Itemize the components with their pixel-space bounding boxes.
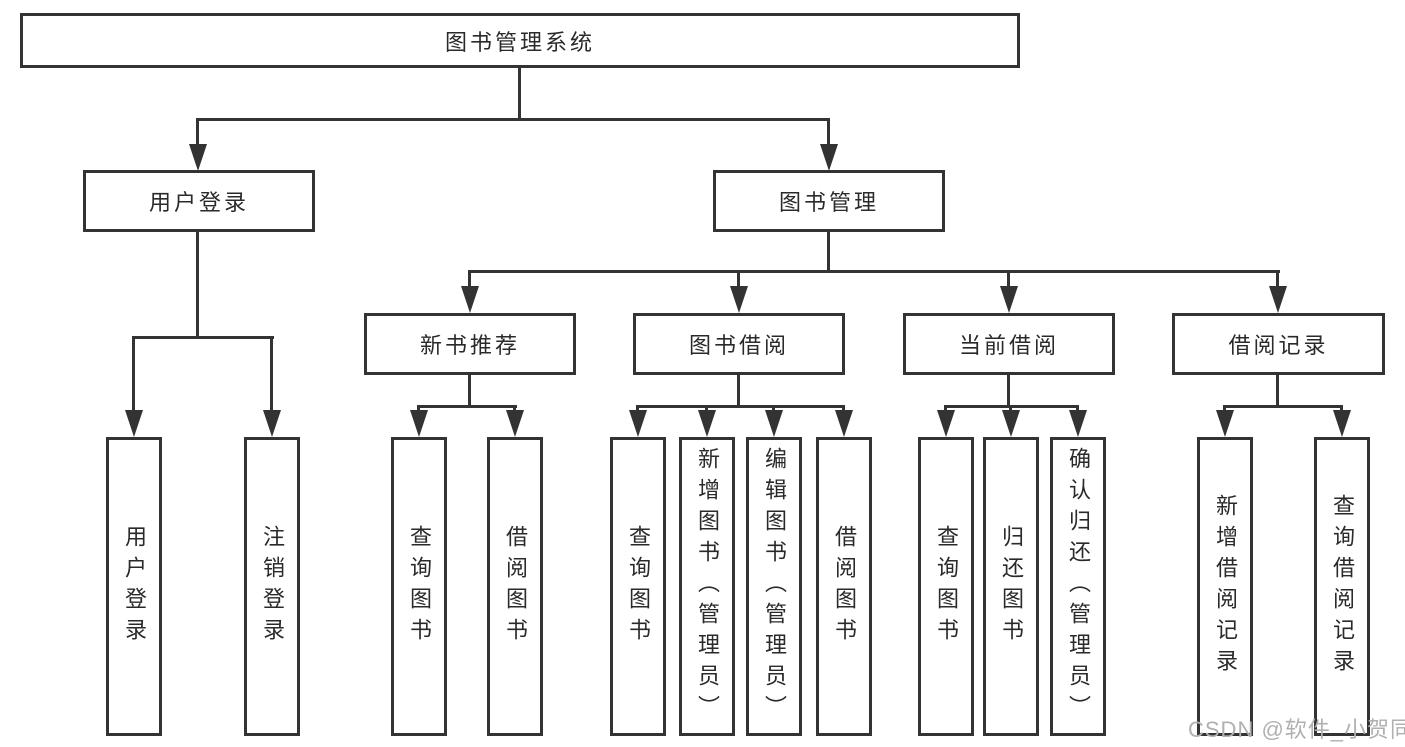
- leaf-query-books-current: 查询图书: [918, 437, 974, 736]
- arrow-down-icon: [629, 410, 647, 437]
- node-book-borrowing: 图书借阅: [633, 313, 845, 375]
- connector-leg: [270, 336, 273, 414]
- leaf-add-borrow-record-label: 新增借阅记录: [1213, 493, 1238, 680]
- leaf-add-books-admin: 新增图书（管理员）: [679, 437, 735, 736]
- connector-bar: [946, 405, 1079, 408]
- connector-book-mgmt-bar: [470, 270, 1280, 273]
- leaf-borrow-books-label: 借阅图书: [832, 524, 857, 649]
- connector-leg: [196, 118, 199, 146]
- leaf-borrow-books-recommend-label: 借阅图书: [503, 524, 528, 649]
- arrow-down-icon: [189, 144, 207, 171]
- leaf-return-books: 归还图书: [983, 437, 1039, 736]
- arrow-down-icon: [698, 410, 716, 437]
- node-book-management: 图书管理: [713, 170, 945, 232]
- connector-leg: [1076, 405, 1079, 413]
- connector-leg: [772, 405, 775, 413]
- arrow-down-icon: [461, 286, 479, 313]
- arrow-down-icon: [937, 410, 955, 437]
- leaf-add-books-admin-label: 新增图书（管理员）: [695, 447, 720, 726]
- connector-leg: [1223, 405, 1226, 413]
- node-current-borrowing-label: 当前借阅: [958, 333, 1059, 358]
- leaf-logout: 注销登录: [244, 437, 300, 736]
- connector-stem: [468, 375, 471, 407]
- node-root: 图书管理系统: [20, 13, 1020, 68]
- arrow-down-icon: [1000, 286, 1018, 313]
- connector-leg: [827, 118, 830, 146]
- leaf-query-books-recommend: 查询图书: [391, 437, 447, 736]
- leaf-add-borrow-record: 新增借阅记录: [1197, 437, 1253, 736]
- leaf-query-books-current-label: 查询图书: [934, 524, 959, 649]
- arrow-down-icon: [835, 410, 853, 437]
- connector-book-mgmt-stem: [827, 232, 830, 272]
- node-new-book-recommend: 新书推荐: [364, 313, 576, 375]
- leaf-query-books-borrowing-label: 查询图书: [626, 524, 651, 649]
- node-user-login: 用户登录: [83, 170, 315, 232]
- connector-bar: [1225, 405, 1343, 408]
- arrow-down-icon: [1002, 410, 1020, 437]
- connector-leg: [636, 405, 639, 413]
- connector-leg: [132, 336, 135, 414]
- connector-user-login-bar: [133, 336, 274, 339]
- arrow-down-icon: [263, 410, 281, 437]
- connector-root-stem: [518, 68, 521, 121]
- arrow-down-icon: [1333, 410, 1351, 437]
- leaf-confirm-return-admin: 确认归还（管理员）: [1050, 437, 1106, 736]
- arrow-down-icon: [1216, 410, 1234, 437]
- connector-stem: [1007, 375, 1010, 407]
- connector-stem: [1276, 375, 1279, 407]
- connector-leg: [705, 405, 708, 413]
- leaf-borrow-books-recommend: 借阅图书: [487, 437, 543, 736]
- leaf-query-borrow-record-label: 查询借阅记录: [1330, 493, 1355, 680]
- connector-leg: [1009, 405, 1012, 413]
- connector-bar: [419, 405, 517, 408]
- arrow-down-icon: [410, 410, 428, 437]
- node-current-borrowing: 当前借阅: [903, 313, 1115, 375]
- connector-leg: [1276, 270, 1279, 290]
- connector-leg: [1340, 405, 1343, 413]
- arrow-down-icon: [125, 410, 143, 437]
- node-borrow-records: 借阅记录: [1172, 313, 1385, 375]
- connector-user-login-stem: [196, 232, 199, 338]
- leaf-edit-books-admin: 编辑图书（管理员）: [746, 437, 802, 736]
- csdn-watermark: CSDN @软件_小贺同学: [1188, 717, 1405, 742]
- leaf-user-login-label: 用户登录: [122, 524, 147, 649]
- leaf-query-borrow-record: 查询借阅记录: [1314, 437, 1370, 736]
- leaf-query-books-borrowing: 查询图书: [610, 437, 666, 736]
- connector-leg: [468, 270, 471, 290]
- arrow-down-icon: [1269, 286, 1287, 313]
- node-root-label: 图书管理系统: [444, 29, 595, 55]
- leaf-edit-books-admin-label: 编辑图书（管理员）: [762, 447, 787, 726]
- leaf-user-login: 用户登录: [106, 437, 162, 736]
- connector-leg: [417, 405, 420, 413]
- arrow-down-icon: [820, 144, 838, 171]
- connector-bar: [638, 405, 845, 408]
- connector-leg: [944, 405, 947, 413]
- connector-root-bar: [197, 118, 830, 121]
- connector-leg: [842, 405, 845, 413]
- connector-leg: [513, 405, 516, 413]
- connector-stem: [737, 375, 740, 407]
- connector-leg: [1007, 270, 1010, 290]
- leaf-return-books-label: 归还图书: [999, 524, 1024, 649]
- arrow-down-icon: [765, 410, 783, 437]
- connector-leg: [737, 270, 740, 290]
- node-borrow-records-label: 借阅记录: [1228, 333, 1329, 358]
- leaf-logout-label: 注销登录: [260, 524, 285, 649]
- leaf-query-books-recommend-label: 查询图书: [407, 524, 432, 649]
- arrow-down-icon: [730, 286, 748, 313]
- node-book-management-label: 图书管理: [778, 190, 879, 215]
- arrow-down-icon: [1069, 410, 1087, 437]
- leaf-confirm-return-admin-label: 确认归还（管理员）: [1066, 447, 1091, 726]
- node-new-book-recommend-label: 新书推荐: [419, 333, 520, 358]
- node-user-login-label: 用户登录: [148, 190, 249, 215]
- arrow-down-icon: [506, 410, 524, 437]
- leaf-borrow-books: 借阅图书: [816, 437, 872, 736]
- node-book-borrowing-label: 图书借阅: [688, 333, 789, 358]
